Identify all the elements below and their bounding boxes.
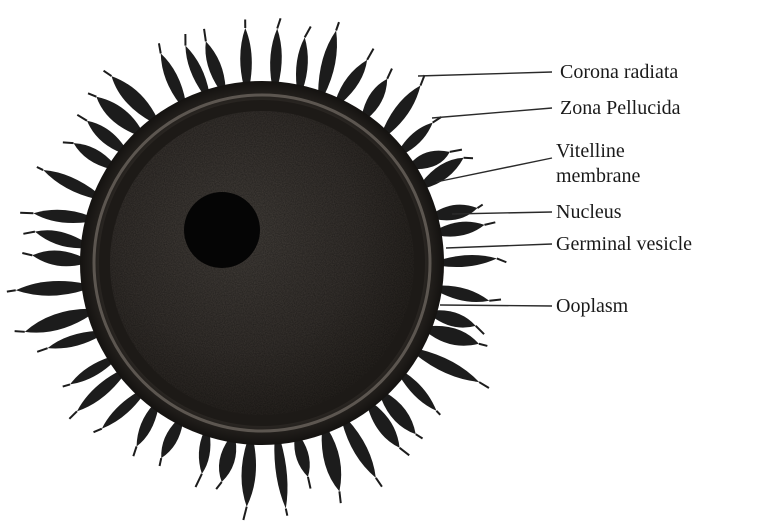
label-corona-radiata: Corona radiata <box>560 61 678 83</box>
pointer-corona-radiata <box>418 72 552 76</box>
follicle-cell-process <box>476 326 484 334</box>
label-vitelline-line1: Vitelline <box>556 140 625 162</box>
follicle-cell <box>241 440 256 506</box>
follicle-cell-process <box>37 167 43 170</box>
pointer-germinal-vesicle <box>446 244 552 248</box>
label-zona-pellucida: Zona Pellucida <box>560 97 681 119</box>
follicle-cell-process <box>159 43 161 53</box>
follicle-cell <box>415 349 479 382</box>
follicle-cell-process <box>339 491 340 503</box>
follicle-cell-process <box>421 75 425 85</box>
label-ooplasm: Ooplasm <box>556 295 628 317</box>
follicle-cell-process <box>387 69 392 79</box>
follicle-cell <box>43 170 98 199</box>
follicle-cell <box>440 255 497 267</box>
ooplasm-texture <box>110 111 414 415</box>
follicle-cell-process <box>94 429 102 432</box>
follicle-cell <box>426 326 479 346</box>
follicle-cell <box>102 391 143 428</box>
follicle-cell <box>48 331 100 349</box>
follicle-cell-process <box>336 22 339 30</box>
label-vitelline-line2: membrane <box>556 165 640 187</box>
follicle-cell-process <box>277 18 280 28</box>
follicle-cell <box>437 222 485 237</box>
follicle-cell-process <box>63 384 70 386</box>
follicle-cell <box>400 371 437 410</box>
follicle-cell-process <box>196 474 202 487</box>
follicle-cell <box>342 419 376 478</box>
follicle-cell-process <box>400 448 410 456</box>
follicle-cell-process <box>484 222 495 225</box>
follicle-cell <box>33 210 90 223</box>
follicle-cell-process <box>37 348 47 352</box>
follicle-cell-process <box>308 477 311 489</box>
follicle-cell-process <box>104 71 112 76</box>
follicle-cell-process <box>204 29 206 41</box>
label-nucleus: Nucleus <box>556 201 622 223</box>
follicle-cell <box>318 31 337 97</box>
follicle-cell-process <box>133 446 136 456</box>
follicle-cell-process <box>77 115 87 121</box>
follicle-cell <box>433 205 477 221</box>
follicle-cell-process <box>367 49 373 60</box>
follicle-cell-process <box>22 253 32 255</box>
follicle-cell-process <box>305 27 311 38</box>
follicle-cell <box>432 310 476 327</box>
follicle-cell-process <box>416 434 423 438</box>
follicle-cell <box>296 37 308 89</box>
follicle-cell <box>205 41 225 90</box>
follicle-cell-process <box>88 93 96 96</box>
follicle-cell <box>322 429 342 492</box>
follicle-cell-process <box>286 509 288 516</box>
follicle-cell-process <box>7 290 16 291</box>
label-germinal-vesicle: Germinal vesicle <box>556 233 692 255</box>
follicle-cell <box>219 438 236 482</box>
follicle-cell <box>438 285 490 302</box>
follicle-cell <box>137 404 159 446</box>
follicle-cell-process <box>450 150 462 152</box>
nucleus <box>184 192 260 268</box>
follicle-cell <box>240 28 252 86</box>
follicle-cell-process <box>477 205 482 209</box>
follicle-cell <box>161 53 186 104</box>
follicle-cell-process <box>479 382 489 388</box>
follicle-cell <box>25 309 92 333</box>
follicle-cell <box>335 60 367 104</box>
follicle-cell-process <box>436 411 440 415</box>
follicle-cell-process <box>479 344 488 346</box>
follicle-cell <box>270 28 282 85</box>
follicle-cell-process <box>63 142 74 143</box>
follicle-cell <box>16 281 86 296</box>
follicle-cell <box>35 230 85 248</box>
follicle-cell-process <box>376 478 382 487</box>
follicle-cell <box>382 86 420 136</box>
follicle-cell-process <box>216 482 222 489</box>
follicle-cell-process <box>497 258 507 262</box>
follicle-cell <box>274 440 287 508</box>
follicle-cell <box>161 420 183 458</box>
follicle-cell <box>362 79 387 119</box>
pointer-ooplasm <box>440 305 552 306</box>
follicle-cell-process <box>23 232 35 234</box>
pointer-zona-pellucida <box>432 108 552 118</box>
follicle-cell-process <box>69 411 77 419</box>
follicle-cell-process <box>243 507 246 520</box>
follicle-cell <box>199 431 211 474</box>
follicle-cell <box>74 143 115 169</box>
follicle-cell-process <box>489 300 501 301</box>
follicle-cell <box>32 250 84 266</box>
follicle-cell-process <box>160 458 162 466</box>
follicle-cell <box>294 437 309 477</box>
follicle-cell-process <box>15 331 25 332</box>
